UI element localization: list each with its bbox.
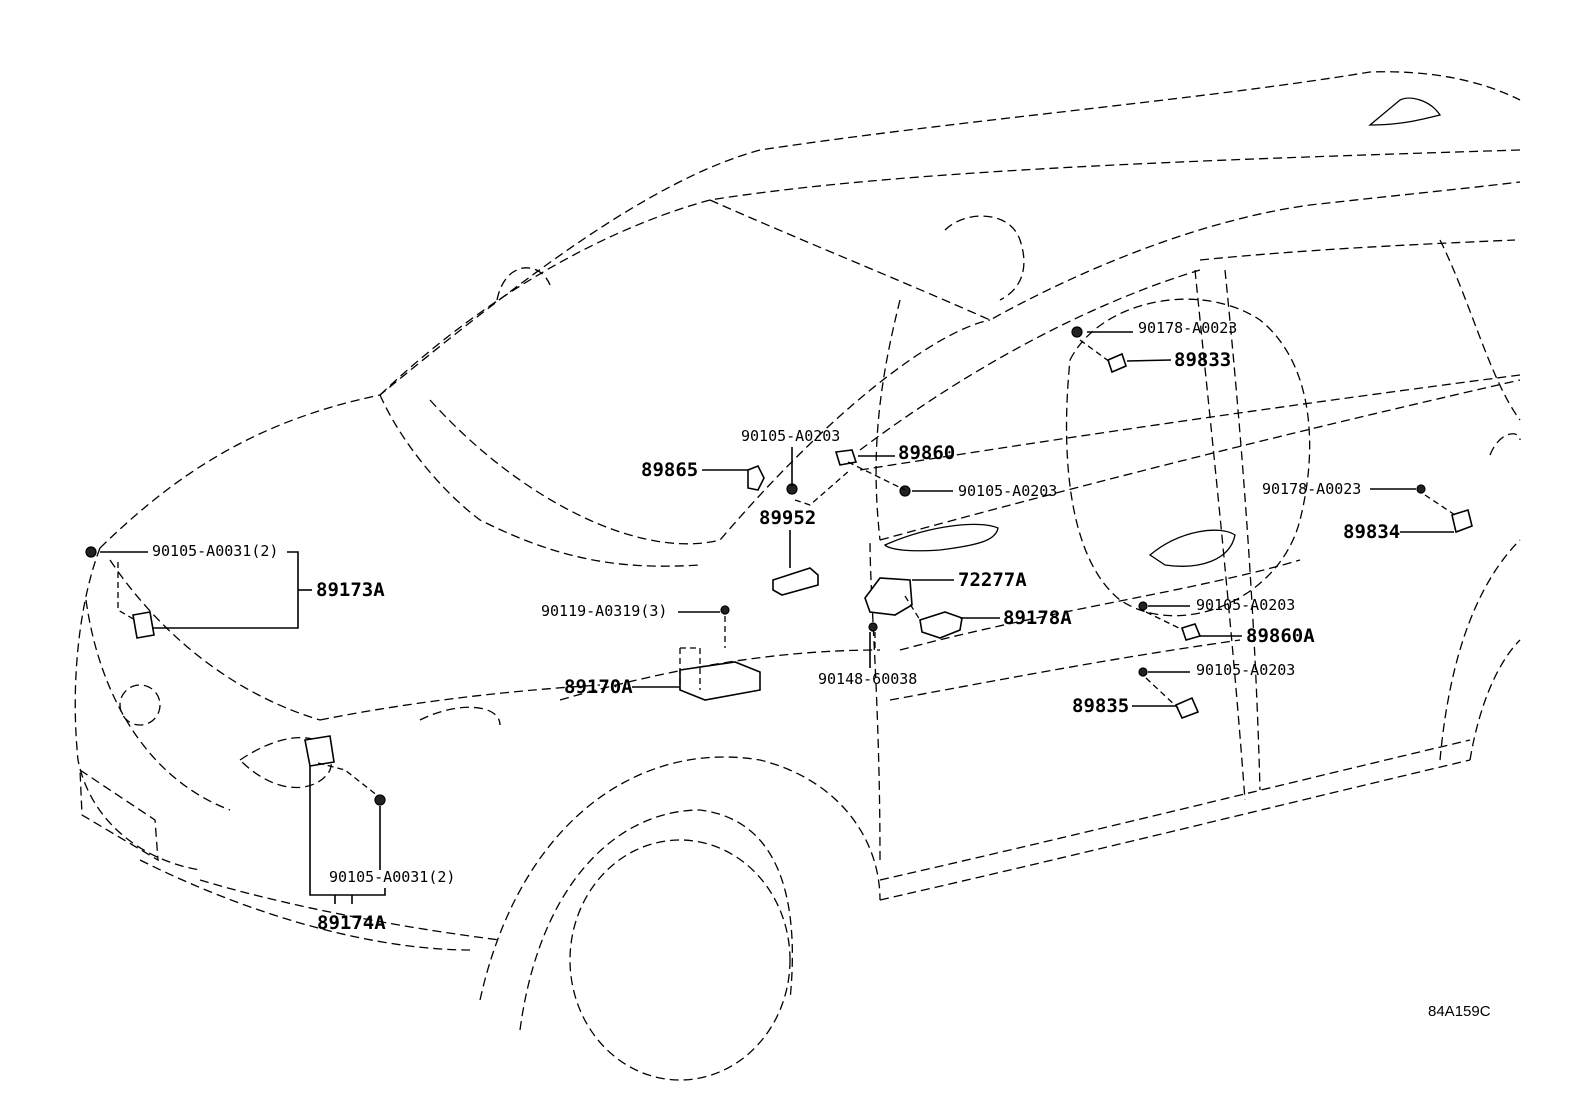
label-89835: 89835 bbox=[1072, 695, 1130, 717]
label-90105-a0203-d: 90105-A0203 bbox=[1196, 661, 1296, 679]
label-90178-a0023-right: 90178-A0023 bbox=[1262, 480, 1362, 498]
label-90105-a0203-c: 90105-A0203 bbox=[1196, 596, 1296, 614]
label-89865: 89865 bbox=[641, 459, 699, 481]
label-89860: 89860 bbox=[898, 442, 956, 464]
label-89833: 89833 bbox=[1174, 349, 1232, 371]
label-89173a: 89173A bbox=[316, 579, 385, 601]
part-89865-shape bbox=[747, 464, 765, 491]
label-72277a: 72277A bbox=[958, 569, 1027, 591]
label-90105-a0203-b: 90105-A0203 bbox=[958, 482, 1058, 500]
label-90119-a0319: 90119-A0319(3) bbox=[541, 602, 668, 620]
diagram-code: 84A159C bbox=[1428, 1003, 1491, 1020]
label-90148-60038: 90148-60038 bbox=[818, 670, 918, 688]
label-90105-a0203-a: 90105-A0203 bbox=[741, 427, 841, 445]
label-90105-a0031-front: 90105-A0031(2) bbox=[152, 542, 279, 560]
label-89952: 89952 bbox=[759, 507, 817, 529]
label-90105-a0031-bottom: 90105-A0031(2) bbox=[329, 868, 456, 886]
label-89178a: 89178A bbox=[1003, 607, 1072, 629]
label-90178-a0023-top: 90178-A0023 bbox=[1138, 319, 1238, 337]
label-89860a: 89860A bbox=[1246, 625, 1315, 647]
label-89834: 89834 bbox=[1343, 521, 1401, 543]
label-89170a: 89170A bbox=[564, 676, 633, 698]
label-89174a: 89174A bbox=[317, 912, 386, 934]
